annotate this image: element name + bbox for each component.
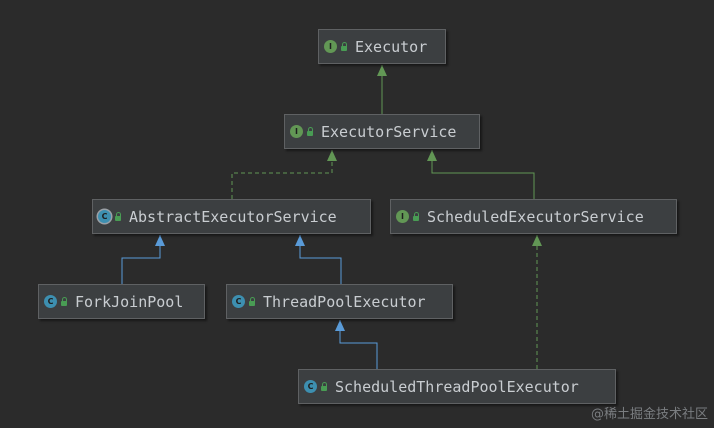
- edge-thread-pool-executor-to-abstract-executor-service: [295, 235, 342, 284]
- edge-executor-service-to-executor: [377, 65, 387, 114]
- arrowhead-icon: [377, 65, 387, 76]
- node-label: ForkJoinPool: [75, 292, 184, 311]
- edge-line: [339, 320, 378, 369]
- interface-icon: I: [290, 125, 303, 138]
- watermark: @稀土掘金技术社区: [590, 407, 708, 422]
- arrowhead-icon: [155, 235, 165, 246]
- edge-scheduled-executor-service-to-executor-service: [427, 150, 535, 199]
- node-scheduled-executor-service[interactable]: I ScheduledExecutorService: [390, 199, 677, 234]
- public-lock-icon: [307, 126, 313, 136]
- edge-line: [431, 150, 535, 199]
- node-executor[interactable]: I Executor: [318, 29, 446, 64]
- node-label: ExecutorService: [321, 122, 457, 141]
- interface-icon: I: [324, 40, 337, 53]
- node-fork-join-pool[interactable]: C ForkJoinPool: [38, 284, 205, 319]
- edge-fork-join-pool-to-abstract-executor-service: [121, 235, 165, 284]
- public-lock-icon: [341, 41, 347, 51]
- arrowhead-icon: [427, 150, 437, 161]
- public-lock-icon: [61, 296, 67, 306]
- node-thread-pool-executor[interactable]: C ThreadPoolExecutor: [226, 284, 453, 319]
- edge-abstract-executor-service-to-executor-service: [231, 150, 337, 199]
- interface-icon: I: [396, 210, 409, 223]
- node-label: ThreadPoolExecutor: [263, 292, 426, 311]
- edge-scheduled-thread-pool-executor-to-thread-pool-executor: [335, 320, 378, 369]
- arrowhead-icon: [327, 150, 337, 161]
- node-label: Executor: [355, 37, 428, 56]
- abstract-class-icon: C: [98, 210, 111, 223]
- public-lock-icon: [321, 381, 327, 391]
- public-lock-icon: [413, 211, 419, 221]
- arrowhead-icon: [335, 320, 345, 331]
- public-lock-icon: [249, 296, 255, 306]
- node-abstract-executor-service[interactable]: C AbstractExecutorService: [92, 199, 371, 234]
- node-executor-service[interactable]: I ExecutorService: [284, 114, 480, 149]
- node-label: AbstractExecutorService: [129, 207, 337, 226]
- class-icon: C: [232, 295, 245, 308]
- node-label: ScheduledThreadPoolExecutor: [335, 377, 579, 396]
- edge-line: [231, 150, 333, 199]
- node-scheduled-thread-pool-executor[interactable]: C ScheduledThreadPoolExecutor: [298, 369, 616, 404]
- edge-line: [121, 235, 161, 284]
- arrowhead-icon: [295, 235, 305, 246]
- node-label: ScheduledExecutorService: [427, 207, 644, 226]
- public-lock-icon: [115, 211, 121, 221]
- class-icon: C: [304, 380, 317, 393]
- edge-scheduled-thread-pool-executor-to-scheduled-executor-service: [532, 235, 542, 369]
- edge-line: [299, 235, 342, 284]
- class-icon: C: [44, 295, 57, 308]
- arrowhead-icon: [532, 235, 542, 246]
